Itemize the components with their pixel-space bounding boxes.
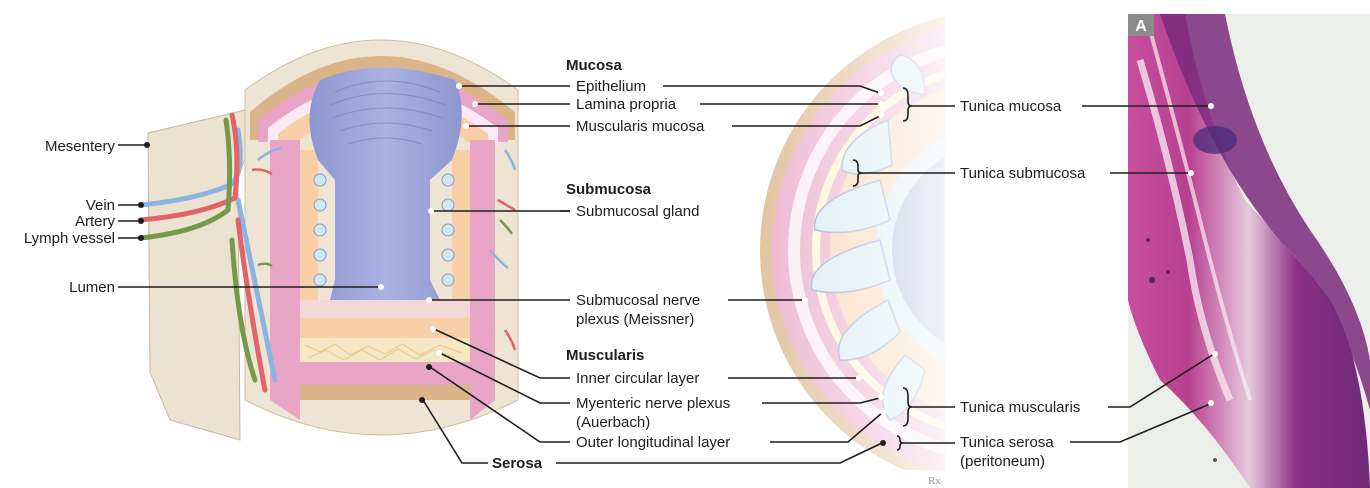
heading-submucosa: Submucosa (566, 181, 652, 198)
rx-logo: Rx (928, 475, 941, 487)
label-tunica-serosa: Tunica serosa (960, 434, 1054, 451)
label-myenteric-plexus: Myenteric nerve plexus (576, 395, 730, 412)
label-tunica-submucosa: Tunica submucosa (960, 165, 1086, 182)
label-muscularis-mucosa: Muscularis mucosa (576, 118, 705, 135)
label-peritoneum: (peritoneum) (960, 453, 1045, 470)
label-submucosal-nerve: Submucosal nerve (576, 292, 700, 309)
label-lymph-vessel: Lymph vessel (24, 230, 115, 247)
label-lamina-propria: Lamina propria (576, 96, 677, 113)
histology-micrograph: A (1128, 14, 1370, 488)
label-tunica-mucosa: Tunica mucosa (960, 98, 1062, 115)
label-submucosal-gland: Submucosal gland (576, 203, 699, 220)
label-inner-circular: Inner circular layer (576, 370, 699, 387)
heading-mucosa: Mucosa (566, 57, 623, 74)
label-vein: Vein (86, 197, 115, 214)
tunica-labels: Tunica mucosa Tunica submucosa Tunica mu… (960, 98, 1086, 470)
label-lumen: Lumen (69, 279, 115, 296)
label-epithelium: Epithelium (576, 78, 646, 95)
panel-label: A (1135, 18, 1147, 35)
label-auerbach: (Auerbach) (576, 414, 650, 431)
intestine-tube-illustration (140, 40, 518, 440)
label-outer-longitudinal: Outer longitudinal layer (576, 434, 730, 451)
label-tunica-muscularis: Tunica muscularis (960, 399, 1080, 416)
label-mesentery: Mesentery (45, 138, 116, 155)
heading-muscularis: Muscularis (566, 347, 644, 364)
label-meissner: plexus (Meissner) (576, 311, 694, 328)
label-serosa: Serosa (492, 455, 543, 472)
label-artery: Artery (75, 213, 116, 230)
